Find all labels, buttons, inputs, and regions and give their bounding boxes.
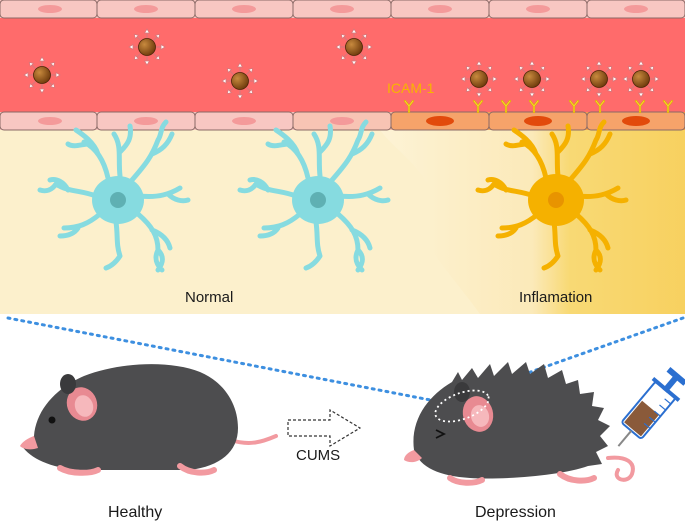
depressed-mouse-icon	[404, 362, 635, 486]
inflammation-label: Inflamation	[519, 289, 593, 306]
endothelial-nuclei-top	[38, 5, 648, 13]
icam-label: ICAM-1	[387, 80, 435, 96]
healthy-label: Healthy	[108, 504, 163, 521]
endothelial-nuclei-bottom	[38, 116, 650, 126]
arrow-icon	[287, 408, 362, 448]
endothelial-cells-top	[0, 0, 685, 19]
cums-label: CUMS	[296, 447, 341, 464]
normal-label: Normal	[185, 289, 234, 306]
healthy-mouse-icon	[20, 364, 278, 476]
depression-label: Depression	[475, 504, 556, 521]
syringe-icon	[617, 367, 685, 447]
microglia-icon	[40, 122, 626, 270]
